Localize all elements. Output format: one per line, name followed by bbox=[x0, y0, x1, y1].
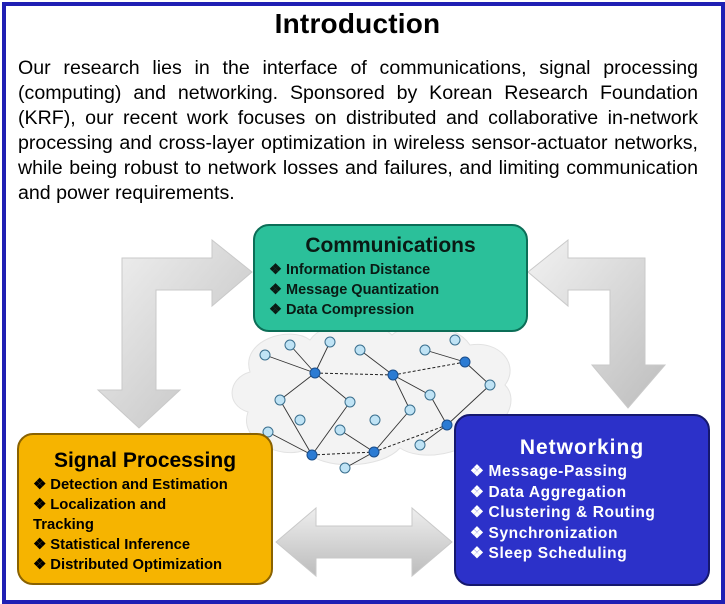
signal-processing-title: Signal Processing bbox=[53, 449, 237, 472]
bullet-icon: ❖ bbox=[33, 537, 47, 553]
page-title: Introduction bbox=[274, 8, 441, 39]
list-item: ❖Data Compression bbox=[269, 302, 415, 318]
networking-title: Networking bbox=[519, 436, 645, 459]
bullet-icon: ❖ bbox=[269, 262, 282, 278]
list-item: ❖Information Distance bbox=[269, 262, 431, 278]
bullet-icon: ❖ bbox=[470, 463, 485, 480]
list-item: ❖Statistical Inference bbox=[33, 537, 191, 553]
bullet-icon: ❖ bbox=[470, 483, 485, 501]
bullet-icon: ❖ bbox=[470, 545, 485, 562]
bullet-icon: ❖ bbox=[470, 504, 485, 521]
bullet-icon: ❖ bbox=[269, 282, 282, 298]
list-item: ❖Distributed Optimization bbox=[33, 557, 223, 573]
list-item: ❖Synchronization bbox=[470, 524, 619, 542]
intro-paragraph: Our research lies in the interface of co… bbox=[18, 57, 698, 204]
networking-list: ❖Message-Passing ❖Data Aggregation ❖Clus… bbox=[456, 462, 708, 565]
bullet-icon: ❖ bbox=[33, 497, 47, 513]
bullet-icon: ❖ bbox=[470, 524, 485, 542]
bullet-icon: ❖ bbox=[269, 302, 282, 318]
list-item: ❖Clustering & Routing bbox=[470, 504, 656, 521]
arrow-signal-network bbox=[275, 506, 453, 578]
signal-processing-box: Signal Processing ❖Detection and Estimat… bbox=[17, 433, 273, 585]
list-item: ❖Message-Passing bbox=[470, 463, 628, 480]
list-item: ❖Sleep Scheduling bbox=[470, 545, 628, 562]
arrow-comm-to-signal bbox=[96, 238, 253, 429]
list-item: ❖Message Quantization bbox=[269, 282, 440, 298]
communications-title: Communications bbox=[305, 234, 476, 257]
signal-processing-list: ❖Detection and Estimation ❖Localization … bbox=[19, 475, 271, 575]
list-item: ❖Localization and Tracking bbox=[33, 497, 167, 533]
bullet-icon: ❖ bbox=[33, 477, 47, 493]
list-item: ❖Detection and Estimation bbox=[33, 477, 228, 493]
communications-box: Communications ❖Information Distance ❖Me… bbox=[253, 224, 528, 332]
bullet-icon: ❖ bbox=[33, 557, 47, 573]
communications-list: ❖Information Distance ❖Message Quantizat… bbox=[255, 260, 526, 320]
arrow-comm-to-network bbox=[527, 238, 667, 409]
list-item: ❖Data Aggregation bbox=[470, 483, 627, 501]
networking-box: Networking ❖Message-Passing ❖Data Aggreg… bbox=[454, 414, 710, 586]
